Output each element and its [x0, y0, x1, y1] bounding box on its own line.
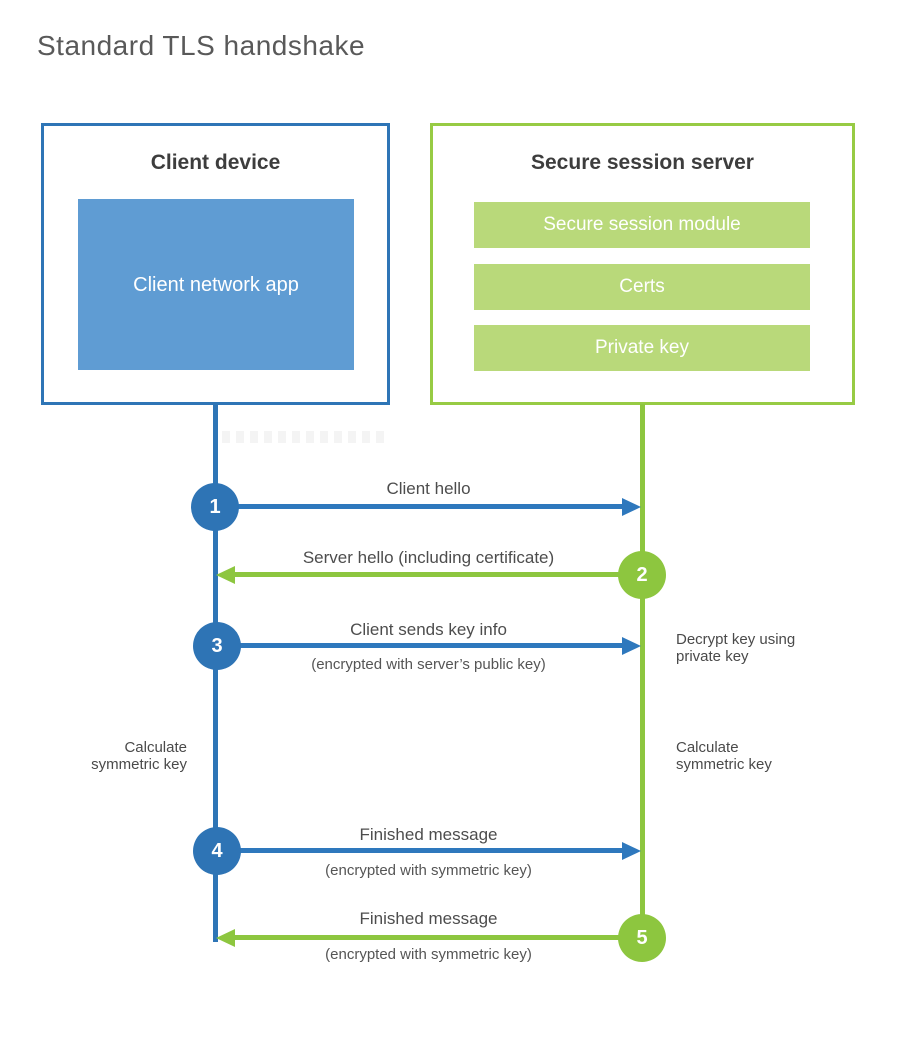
note-calc-symmetric-client: Calculate symmetric key: [91, 739, 187, 773]
step-4-arrow: [217, 848, 623, 853]
step-5-label: Finished message: [359, 909, 498, 928]
step-5-sublabel: (encrypted with symmetric key): [325, 946, 532, 963]
step-3-circle: 3: [193, 622, 241, 670]
step-2-circle: 2: [618, 551, 666, 599]
step-3-sublabel: (encrypted with server’s public key): [311, 656, 546, 673]
note-decrypt-key: Decrypt key using private key: [676, 631, 796, 665]
step-2-arrow: [234, 572, 642, 577]
client-network-app-box: Client network app: [78, 199, 354, 370]
step-number: 4: [211, 839, 223, 862]
step-4-circle: 4: [193, 827, 241, 875]
server-box: Secure session server Secure session mod…: [430, 123, 855, 405]
step-2-label: Server hello (including certificate): [302, 548, 555, 567]
server-heading: Secure session server: [531, 151, 754, 174]
server-lifeline: [640, 404, 645, 942]
server-module-certs: Certs: [474, 264, 810, 310]
client-network-app-label: Client network app: [133, 273, 299, 296]
step-number: 3: [211, 634, 223, 657]
client-lifeline: [213, 404, 218, 942]
step-1-label: Client hello: [386, 479, 471, 498]
step-number: 2: [636, 563, 648, 586]
step-3-label: Client sends key info: [350, 620, 507, 639]
step-1-arrowhead-right-icon: [622, 498, 641, 516]
faint-artifact-dashes: [222, 431, 384, 443]
step-3-arrow: [217, 643, 623, 648]
step-5-circle: 5: [618, 914, 666, 962]
step-1-circle: 1: [191, 483, 239, 531]
client-device-box: Client device Client network app: [41, 123, 390, 405]
step-3-arrowhead-right-icon: [622, 637, 641, 655]
step-2-arrowhead-left-icon: [216, 566, 235, 584]
page-title: Standard TLS handshake: [37, 30, 366, 61]
server-module-secure-session: Secure session module: [474, 202, 810, 248]
server-module-label: Private key: [595, 337, 689, 358]
server-module-label: Certs: [619, 276, 665, 297]
server-module-private-key: Private key: [474, 325, 810, 371]
step-4-sublabel: (encrypted with symmetric key): [325, 862, 532, 879]
note-calc-symmetric-server: Calculate symmetric key: [676, 739, 772, 773]
step-5-arrow: [234, 935, 642, 940]
step-5-arrowhead-left-icon: [216, 929, 235, 947]
server-module-label: Secure session module: [543, 214, 741, 235]
step-4-label: Finished message: [359, 825, 498, 844]
step-number: 5: [636, 926, 648, 949]
step-1-arrow: [215, 504, 623, 509]
step-4-arrowhead-right-icon: [622, 842, 641, 860]
step-number: 1: [209, 495, 221, 518]
client-device-heading: Client device: [150, 151, 281, 174]
